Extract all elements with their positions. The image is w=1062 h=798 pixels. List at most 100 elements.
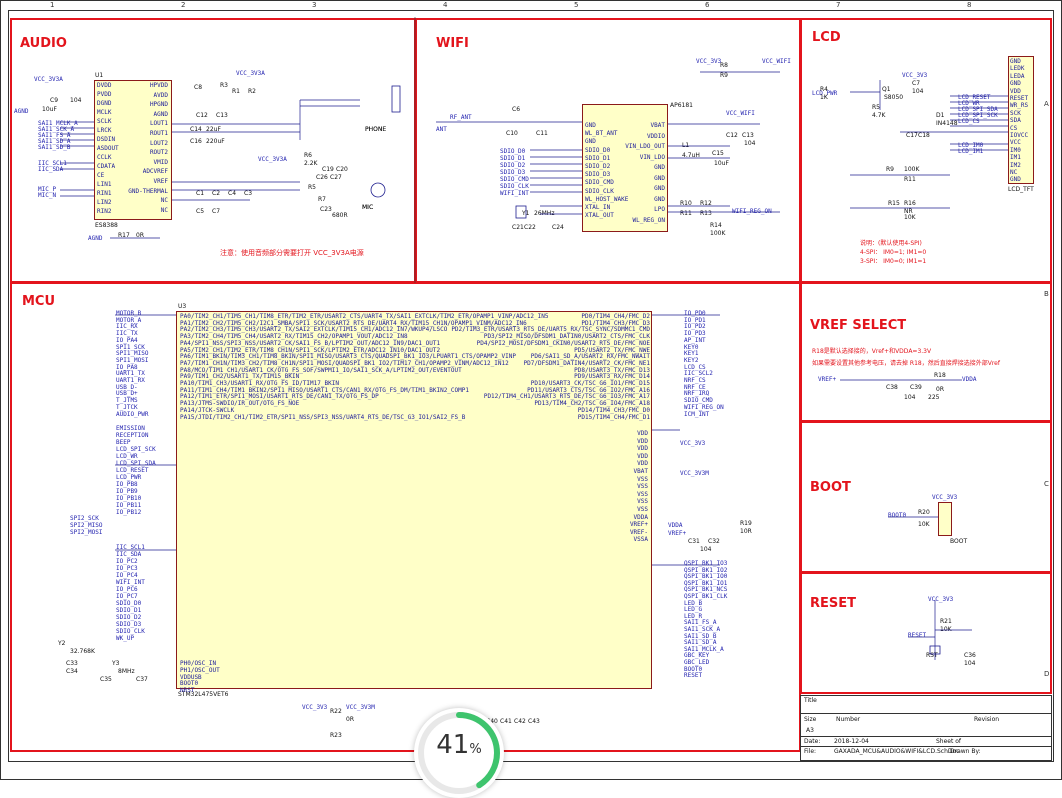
pin-label: GND — [1010, 176, 1021, 184]
pin-label: PD1/TIM4_CH3/FMC_D3 — [581, 319, 650, 327]
part-label: 10R — [740, 528, 752, 535]
pin-label: VDD — [637, 437, 648, 445]
drawn-label: Drawn By: — [950, 748, 981, 755]
part-label: PHONE — [365, 126, 387, 133]
part-label: C43 — [528, 718, 540, 725]
net-label: VCC_3V3 — [302, 704, 328, 711]
wire-layer — [60, 17, 1008, 660]
part-label: 104 — [904, 394, 916, 401]
vref-note-1: R18是默认选择接的，Vref+和VDDA=3.3V — [812, 348, 932, 355]
pin-label: ROUT2 — [149, 149, 168, 157]
part-label: C15 — [712, 150, 724, 157]
part-label: Y2 — [58, 640, 66, 647]
part-label: C20 — [336, 166, 348, 173]
boot-r-val: 10K — [918, 521, 930, 528]
part-label: C21 — [512, 224, 524, 231]
net-label: EMISSION — [116, 425, 145, 432]
ruler-mark: D — [1044, 670, 1050, 678]
net-label: UART1_RX — [116, 377, 145, 384]
net-label: LCD_RESET — [958, 94, 991, 101]
net-label: IO_PB11 — [116, 502, 142, 509]
net-label: QSPI_BK1_IO3 — [684, 560, 728, 567]
part-label: C34 — [66, 668, 78, 675]
net-label: IO_PC2 — [116, 558, 138, 565]
net-label: LED_G — [684, 606, 703, 614]
net-label: LCD_IM1 — [958, 148, 984, 155]
wifi-vcc-wifi: VCC_WIFI — [762, 58, 791, 65]
net-label: SDIO_D1 — [116, 607, 142, 614]
audio-power-net: VCC_3V3A — [34, 76, 63, 83]
net-label: IIC_SCL1 — [116, 544, 145, 551]
pin-label: PA12/TIM1_ETR/SPI1_MOSI/USART1_RTS_DE/CA… — [180, 393, 379, 401]
net-label: SAI1_SD_A — [38, 138, 71, 145]
part-label: C8 — [194, 84, 203, 91]
wifi-ant: ANT — [436, 126, 447, 133]
pin-label: PA6/TIM1_BKIN/TIM3_CH1/TIM8_BKIN/SPI1_MI… — [180, 353, 516, 361]
net-label: LCD_WR — [958, 100, 980, 107]
part-label: C27 — [330, 174, 342, 181]
part-label: 104 — [70, 97, 82, 104]
part-label: C13 — [742, 132, 754, 139]
net-label: T_JTMS — [116, 397, 138, 405]
title-block-line-2 — [800, 736, 1052, 737]
part-label: R2 — [248, 88, 256, 95]
pin-label: VDD — [637, 460, 648, 468]
ruler-mark: A — [1044, 100, 1049, 108]
audio-title: AUDIO — [20, 36, 67, 51]
pin-label: VSS — [637, 483, 648, 491]
part-label: R5 — [872, 104, 880, 111]
part-label: 10uF — [714, 160, 729, 167]
pin-label: PD3/SPI2_MISO/DFSDM1_DATIN0/USART2_CTS/F… — [483, 333, 650, 341]
net-label: IIC_SDA — [116, 551, 142, 558]
pin-label: PD12/TIM4_CH1/USART3_RTS_DE/TSC_G6_IO3/F… — [483, 393, 650, 401]
pin-label: ROUT1 — [149, 130, 168, 137]
pin-label: VIN_LDO_OUT — [625, 143, 665, 150]
net-label: QSPI_BK1_IO2 — [684, 566, 728, 574]
net-label: VCC_3V3 — [680, 440, 706, 447]
wifi-module-chip — [582, 104, 668, 232]
reset-sw-label: RST — [926, 652, 938, 659]
pin-label: SDIO_CMD — [585, 179, 614, 187]
boot-vcc-net: VCC_3V3 — [932, 494, 958, 501]
wifi-vcc3v3: VCC_3V3 — [696, 58, 722, 65]
pin-label: PD2/TIM3_ETR/USART3_RTS_DE/UART5_RX/TSC_… — [451, 326, 650, 334]
pin-label: PH0/OSC_IN — [180, 660, 217, 667]
pin-label: SDIO_D0 — [585, 146, 611, 154]
part-label: C37 — [136, 676, 148, 683]
pin-label: LOUT1 — [149, 120, 168, 128]
part-label: C1 — [196, 190, 205, 197]
net-label: SAI1_FS_A — [38, 132, 71, 139]
net-label: IO_PB12 — [116, 509, 142, 516]
pin-label: PA13/JTMS-SWDIO/IR_OUT/OTG_FS_NOE — [180, 400, 300, 408]
pin-label: PD7/DFSDM1_DATIN4/USART2_CK/FMC_NE1 — [523, 359, 650, 367]
part-label: D1 — [936, 112, 945, 119]
pin-label: PA8/MCO/TIM1_CH1/USART1_CK/OTG_FS_SOF/SW… — [180, 366, 462, 374]
part-label: 100K — [904, 166, 920, 173]
reset-r-val: 10K — [940, 626, 952, 633]
part-label: 0R — [346, 716, 354, 723]
ruler-mark: 8 — [967, 1, 972, 9]
net-label: VDDA — [668, 522, 683, 529]
part-label: 680R — [332, 212, 348, 219]
pin-label: VDD — [1010, 87, 1021, 95]
part-label: 26MHz — [534, 210, 555, 217]
lcd-note-line: 说明：(默认使用4-SPI) — [860, 240, 922, 247]
part-label: C10 — [506, 130, 518, 137]
part-label: 104 — [700, 546, 712, 553]
net-label: LED_B — [684, 599, 703, 607]
net-label: LCD_SPI_SDA — [958, 106, 998, 113]
pin-label: DSDIN — [97, 136, 116, 143]
net-label: SPI1_MISO — [116, 350, 149, 358]
reset-net: RESET — [908, 632, 927, 639]
pin-label: VSS — [637, 506, 648, 513]
audio-power-net-3: VCC_3V3A — [258, 156, 287, 163]
part-label: C22 — [524, 224, 536, 231]
reset-c-val: 104 — [964, 660, 976, 667]
phone-jack-symbol — [391, 85, 401, 113]
net-label: SDIO_CMD — [500, 176, 529, 183]
net-label: LCD_CS — [684, 363, 706, 371]
net-label: BEEP — [116, 439, 131, 446]
part-label: 225 — [928, 394, 940, 401]
pin-label: NRST — [180, 687, 195, 695]
pin-label: PD14/TIM4_CH3/FMC_D0 — [577, 406, 650, 414]
